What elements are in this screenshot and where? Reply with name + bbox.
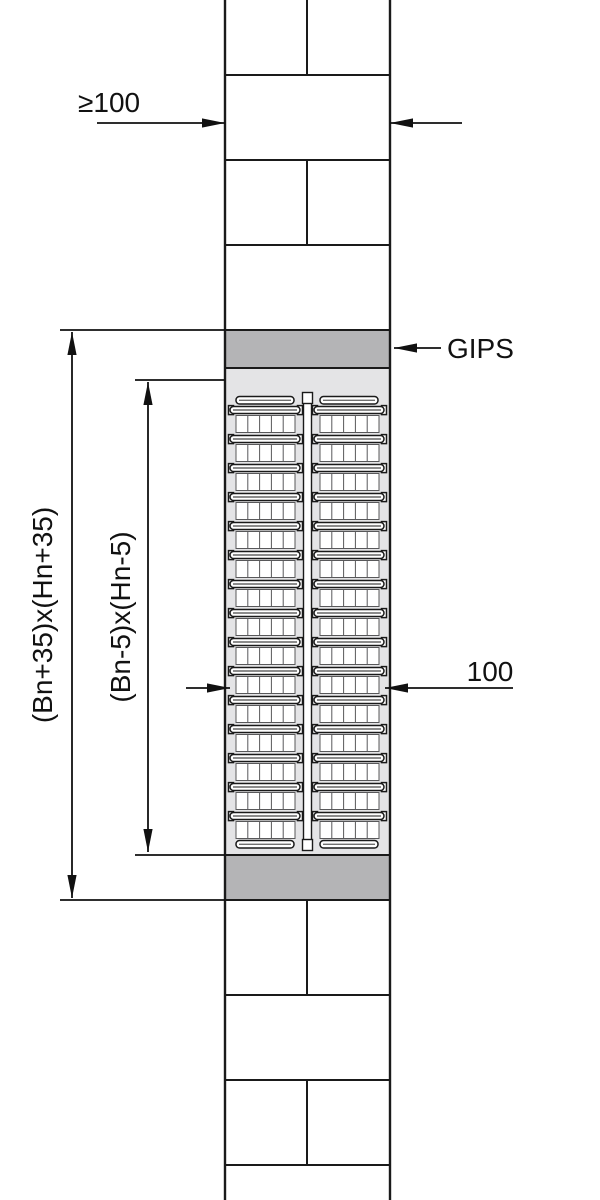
cell-grid	[235, 705, 296, 723]
cell-grid	[319, 763, 380, 781]
cell-grid	[235, 792, 296, 810]
label-outer-opening-size: (Bn+35)x(Hn+35)	[27, 507, 58, 723]
louver-row	[227, 520, 388, 549]
louver-row	[227, 636, 388, 665]
cell-grid	[235, 618, 296, 636]
plaster-band-bottom	[224, 854, 391, 901]
cell-grid	[235, 473, 296, 491]
label-core-width: 100	[467, 656, 514, 687]
louver-row	[227, 665, 388, 694]
louver-row	[227, 433, 388, 462]
cell-grid	[319, 734, 380, 752]
cell-grid	[319, 618, 380, 636]
labels: ≥100 GIPS (Bn+35)x(Hn+35) (Bn-5)x(Hn-5) …	[27, 87, 514, 723]
louver-row	[227, 578, 388, 607]
plaster-band-top	[224, 329, 391, 369]
cell-grid	[235, 560, 296, 578]
grille-center-cap-top	[301, 391, 314, 405]
cell-grid	[319, 502, 380, 520]
brick-joints	[225, 0, 390, 1166]
cell-grid	[319, 531, 380, 549]
louver-row	[227, 723, 388, 752]
grille-bottom-cap	[235, 839, 379, 849]
louver-row	[227, 607, 388, 636]
cell-grid	[235, 502, 296, 520]
cell-grid	[319, 415, 380, 433]
cell-grid	[235, 647, 296, 665]
cell-grid	[235, 734, 296, 752]
cell-grid	[319, 589, 380, 607]
cell-grid	[235, 531, 296, 549]
louver-row	[227, 752, 388, 781]
grille-center-cap-bottom	[301, 838, 314, 852]
cell-grid	[235, 763, 296, 781]
cell-grid	[319, 647, 380, 665]
grille-unit	[227, 391, 388, 852]
dimensions	[60, 118, 513, 901]
cell-grid	[319, 821, 380, 839]
cell-grid	[235, 821, 296, 839]
cell-grid	[319, 473, 380, 491]
cell-grid	[235, 589, 296, 607]
cell-grid	[319, 792, 380, 810]
cell-grid	[235, 415, 296, 433]
louver-row	[227, 404, 388, 433]
cell-grid	[319, 705, 380, 723]
cell-grid	[235, 444, 296, 462]
cell-grid	[319, 444, 380, 462]
cell-grid	[235, 676, 296, 694]
louver-row	[227, 781, 388, 810]
label-inner-unit-size: (Bn-5)x(Hn-5)	[105, 531, 136, 702]
cell-grid	[319, 676, 380, 694]
label-gips: GIPS	[447, 333, 514, 364]
louver-row	[227, 810, 388, 839]
label-min-wall-width: ≥100	[78, 87, 140, 118]
louver-row	[227, 549, 388, 578]
cell-grid	[319, 560, 380, 578]
louver-rows	[227, 404, 388, 839]
louver-row	[227, 462, 388, 491]
grille-center-spine	[302, 395, 313, 845]
grille-top-cap	[235, 395, 379, 405]
louver-row	[227, 694, 388, 723]
louver-row	[227, 491, 388, 520]
